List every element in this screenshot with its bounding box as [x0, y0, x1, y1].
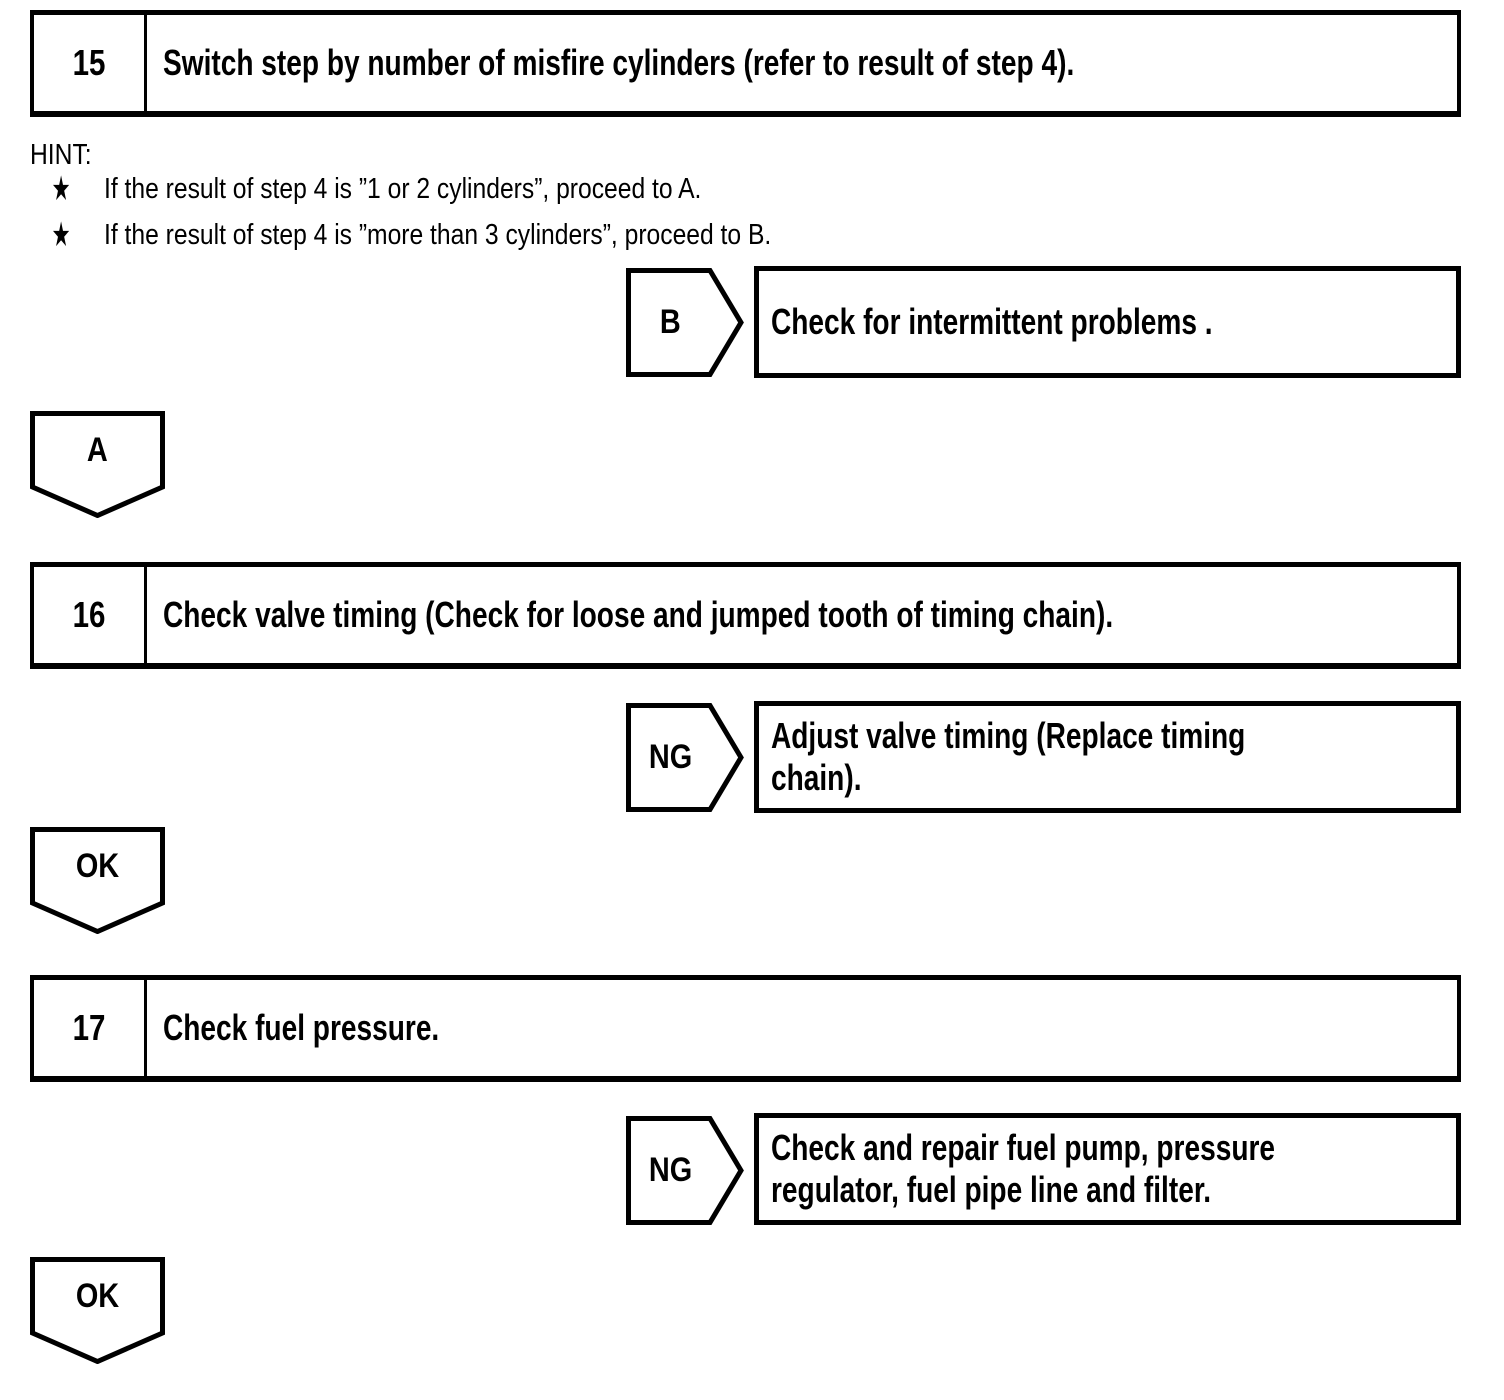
hint-heading-text: HINT: [30, 139, 92, 171]
step-title: Check valve timing (Check for loose and … [163, 593, 1114, 635]
connector-ok-label: OK [75, 1276, 120, 1315]
action-text: Adjust valve timing (Replace timing chai… [771, 714, 1246, 798]
step-number: 15 [72, 42, 106, 83]
step-title-cell: Check fuel pressure. [147, 980, 1457, 1076]
hint-item-1-text: If the result of step 4 is ”1 or 2 cylin… [104, 173, 702, 205]
step-box-16: 16 Check valve timing (Check for loose a… [30, 562, 1461, 669]
connector-ok-17: OK [30, 1257, 165, 1364]
step-title-cell: Switch step by number of misfire cylinde… [147, 15, 1457, 111]
connector-a-label-wrap: A [30, 411, 165, 489]
connector-ng-17-label-wrap: NG [626, 1116, 714, 1225]
connector-ng-17: NG [626, 1116, 744, 1225]
step-box-15: 15 Switch step by number of misfire cyli… [30, 10, 1461, 117]
step-number: 16 [72, 594, 106, 635]
connector-ok-16-label-wrap: OK [30, 827, 165, 905]
pentagon-down-icon [30, 1257, 165, 1364]
hint-item-1: If the result of step 4 is ”1 or 2 cylin… [104, 172, 807, 206]
step-number-cell: 16 [34, 567, 147, 663]
pentagon-right-icon [626, 703, 744, 812]
connector-a: A [30, 411, 165, 518]
step-title: Switch step by number of misfire cylinde… [163, 41, 1075, 83]
hint-item-2-text: If the result of step 4 is ”more than 3 … [104, 219, 772, 251]
hint-item-2: If the result of step 4 is ”more than 3 … [104, 218, 889, 252]
step-number: 17 [72, 1007, 106, 1048]
connector-ng-label: NG [648, 738, 692, 776]
step-title: Check fuel pressure. [163, 1006, 440, 1048]
action-text: Check and repair fuel pump, pressure reg… [771, 1126, 1276, 1210]
connector-ok-label: OK [75, 846, 120, 885]
connector-b-label-wrap: B [626, 268, 714, 377]
star-icon: ★ [51, 216, 71, 254]
step-title-cell: Check valve timing (Check for loose and … [147, 567, 1457, 663]
action-box-intermittent: Check for intermittent problems . [754, 266, 1461, 378]
step-number-cell: 17 [34, 980, 147, 1076]
connector-b: B [626, 268, 744, 377]
action-text: Check for intermittent problems . [771, 300, 1213, 342]
connector-ok-16: OK [30, 827, 165, 934]
hint-bullet-1: ★ [44, 172, 84, 206]
connector-ok-17-label-wrap: OK [30, 1257, 165, 1335]
connector-a-label: A [87, 430, 108, 469]
action-box-fuel-pump-repair: Check and repair fuel pump, pressure reg… [754, 1113, 1461, 1225]
step-box-17: 17 Check fuel pressure. [30, 975, 1461, 1082]
pentagon-right-icon [626, 268, 744, 377]
pentagon-down-icon [30, 827, 165, 934]
hint-heading: HINT: [30, 138, 103, 172]
star-icon: ★ [51, 170, 71, 208]
pentagon-down-icon [30, 411, 165, 518]
action-box-adjust-valve-timing: Adjust valve timing (Replace timing chai… [754, 701, 1461, 813]
step-number-cell: 15 [34, 15, 147, 111]
pentagon-right-icon [626, 1116, 744, 1225]
connector-ng-16-label-wrap: NG [626, 703, 714, 812]
connector-ng-16: NG [626, 703, 744, 812]
connector-b-label: B [659, 303, 681, 341]
connector-ng-label: NG [648, 1151, 692, 1189]
hint-bullet-2: ★ [44, 218, 84, 252]
